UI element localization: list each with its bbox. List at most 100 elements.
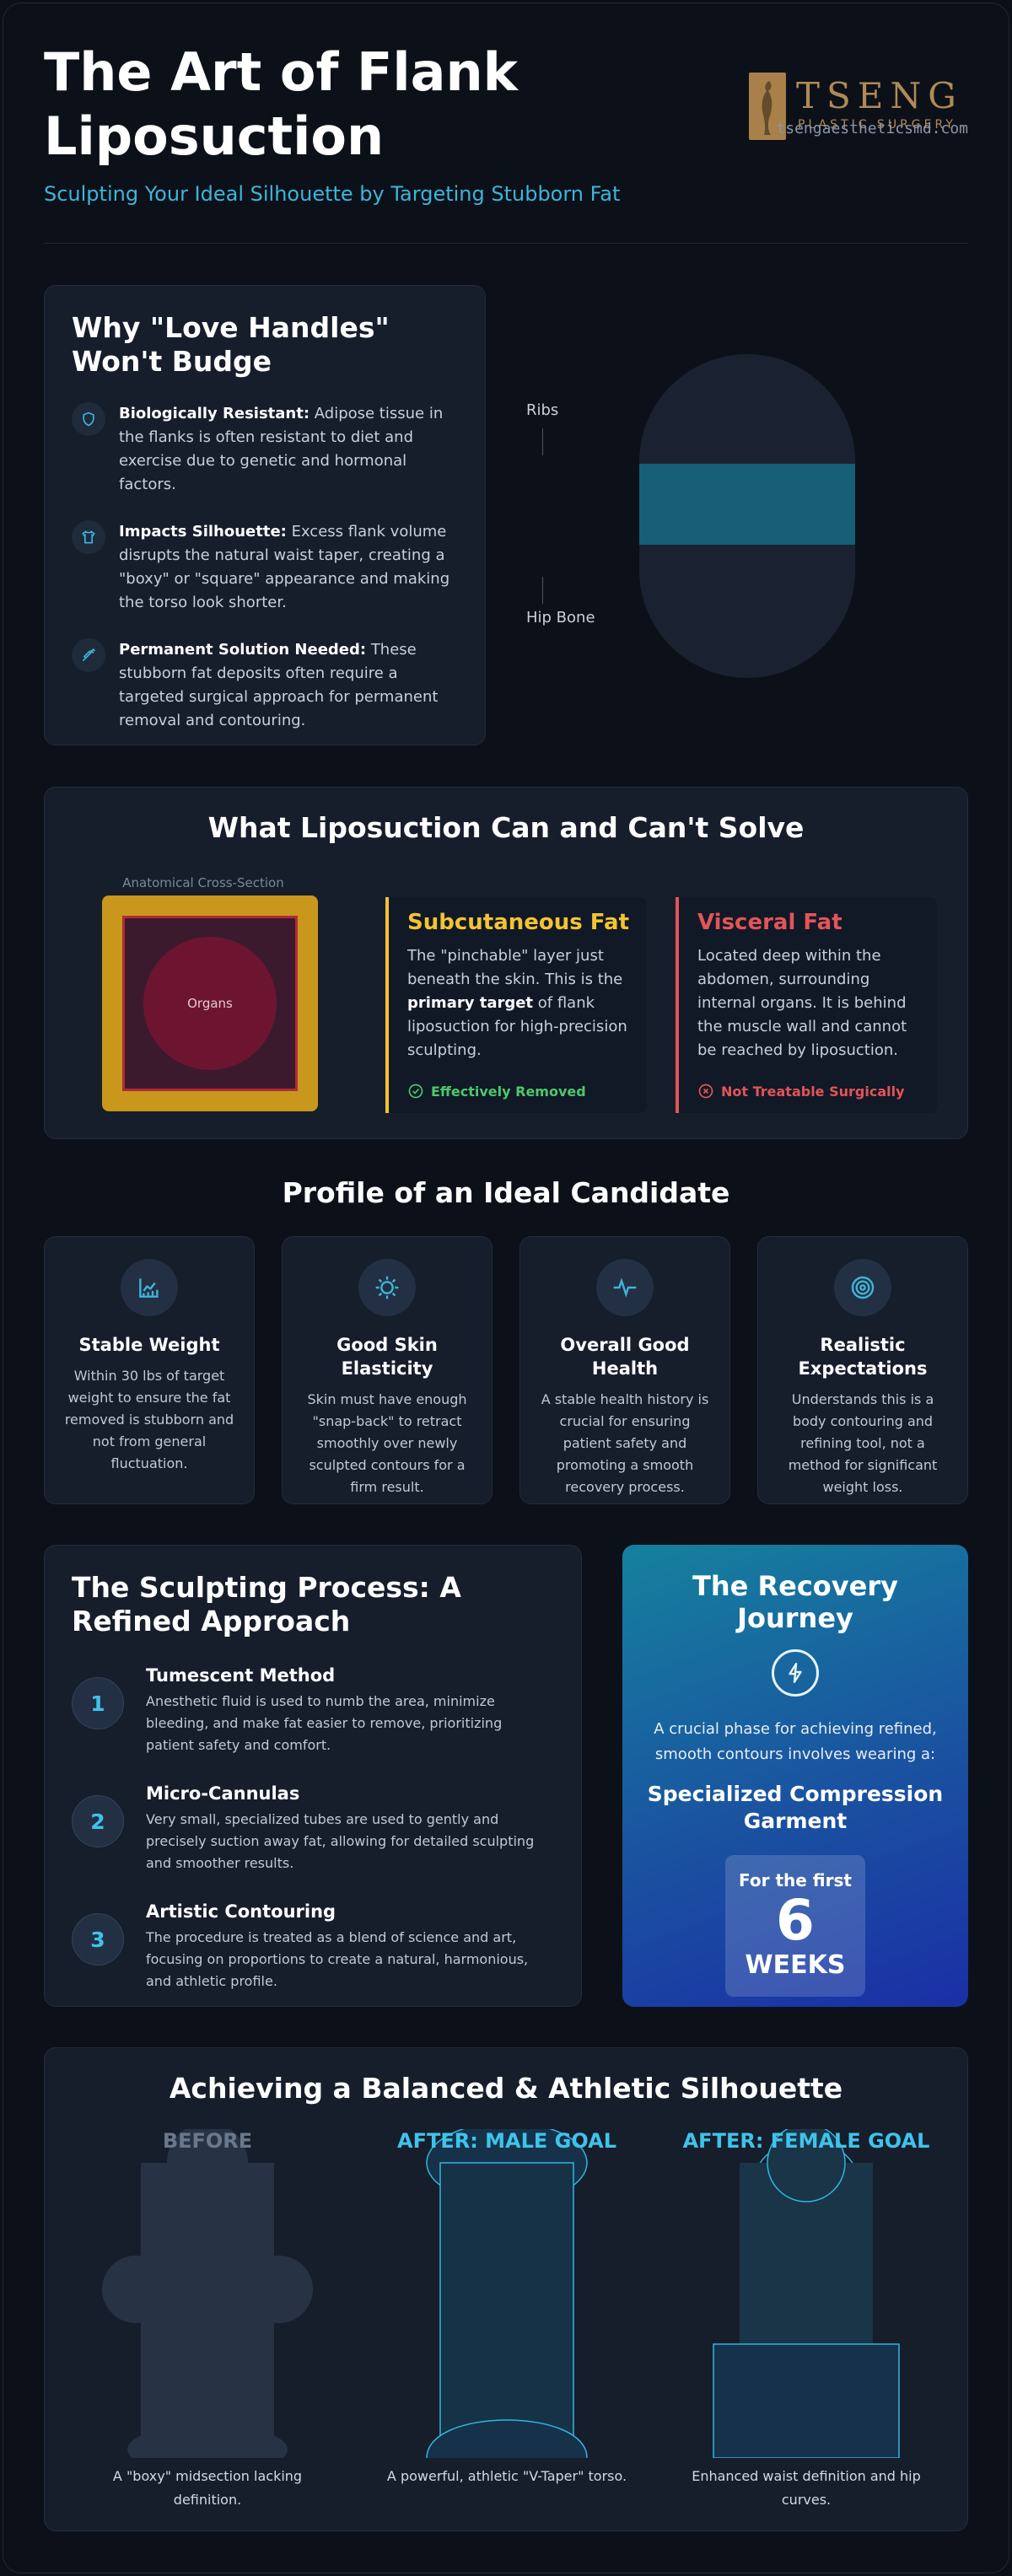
process-card: The Sculpting Process: A Refined Approac… xyxy=(44,1545,582,2007)
why-item-heading: Biologically Resistant: xyxy=(119,405,310,422)
why-item-heading: Permanent Solution Needed: xyxy=(119,641,367,659)
column-label: AFTER: MALE GOAL xyxy=(397,2129,616,2153)
organs-circle: Organs xyxy=(143,937,277,1070)
process-step: 1 Tumescent Method Anesthetic fluid is u… xyxy=(72,1664,554,1756)
candidate-title: Stable Weight xyxy=(78,1335,220,1355)
website-url[interactable]: tsengaestheticsmd.com xyxy=(776,120,968,137)
why-title: Why "Love Handles" Won't Budge xyxy=(72,311,390,378)
heartbeat-icon xyxy=(596,1259,654,1316)
torso-capsule xyxy=(639,354,855,678)
check-circle-icon xyxy=(408,1084,423,1099)
why-item-text: Adipose tissue in the flanks is often re… xyxy=(119,405,444,493)
candidate-title: Overall Good Health xyxy=(560,1335,690,1379)
female-goal-silhouette xyxy=(713,2129,900,2458)
candidate-title: Good Skin Elasticity xyxy=(336,1335,438,1379)
why-item: Permanent Solution Needed: These stubbor… xyxy=(72,638,458,733)
cross-section-visceral-layer: Organs xyxy=(122,916,298,1091)
shield-icon xyxy=(72,402,105,436)
candidate-card: Good Skin Elasticity Skin must have enou… xyxy=(282,1236,493,1504)
subcutaneous-status: Effectively Removed xyxy=(407,1083,586,1100)
why-item-text: These stubborn fat deposits often requir… xyxy=(119,641,439,729)
process-title: The Sculpting Process: A Refined Approac… xyxy=(72,1571,461,1638)
recovery-unit: WEEKS xyxy=(745,1950,846,1980)
syringe-icon xyxy=(72,638,105,672)
candidate-text: A stable health history is crucial for e… xyxy=(541,1391,709,1495)
lightning-icon xyxy=(772,1649,819,1697)
logo-name: TSENG xyxy=(796,75,963,116)
step-number: 2 xyxy=(72,1795,124,1847)
column-caption: A "boxy" midsection lacking definition. xyxy=(112,2468,303,2508)
visceral-status: Not Treatable Surgically xyxy=(697,1083,905,1100)
step-text: Anesthetic fluid is used to numb the are… xyxy=(146,1693,503,1753)
why-item: Impacts Silhouette: Excess flank volume … xyxy=(72,520,458,615)
ribs-label: Ribs xyxy=(526,401,559,419)
candidate-title: Realistic Expectations xyxy=(798,1335,928,1379)
subcutaneous-text-bold: primary target xyxy=(407,994,534,1012)
candidate-text: Within 30 lbs of target weight to ensure… xyxy=(64,1368,234,1471)
visceral-accent-bar xyxy=(676,897,679,1113)
ribs-tick xyxy=(542,428,543,455)
candidate-text: Skin must have enough "snap-back" to ret… xyxy=(307,1391,467,1495)
header-divider xyxy=(44,243,968,244)
female-goal-column: AFTER: FEMALE GOAL Enhanced waist defini… xyxy=(676,2129,937,2517)
column-label: AFTER: FEMALE GOAL xyxy=(682,2129,930,2153)
step-number: 1 xyxy=(72,1677,124,1729)
shirt-icon xyxy=(72,520,105,554)
recovery-title: The Recovery Journey xyxy=(692,1570,898,1634)
step-title: Artistic Contouring xyxy=(146,1901,336,1922)
subcutaneous-text-part: of flank liposuction for high-precision … xyxy=(407,994,627,1059)
column-caption: A powerful, athletic "V-Taper" torso. xyxy=(386,2468,627,2484)
target-icon xyxy=(834,1259,891,1316)
recovery-number: 6 xyxy=(776,1888,815,1953)
column-label: BEFORE xyxy=(162,2129,253,2153)
recovery-duration-box: For the first 6 WEEKS xyxy=(725,1855,865,1997)
sun-icon xyxy=(358,1259,416,1316)
header: The Art of Flank Liposuction Sculpting Y… xyxy=(44,40,968,243)
step-number: 3 xyxy=(72,1913,124,1966)
step-text: Very small, specialized tubes are used t… xyxy=(146,1811,535,1871)
recovery-for-label: For the first xyxy=(739,1870,852,1890)
why-item-heading: Impacts Silhouette: xyxy=(119,523,287,540)
column-caption: Enhanced waist definition and hip curves… xyxy=(692,2468,921,2508)
process-step: 3 Artistic Contouring The procedure is t… xyxy=(72,1900,554,1993)
why-card: Why "Love Handles" Won't Budge Biologica… xyxy=(44,285,486,745)
flank-fat-band xyxy=(639,464,855,545)
flank-diagram: Ribs Hip Bone xyxy=(506,285,968,745)
logo-subtitle: PLASTIC SURGERY xyxy=(798,118,956,132)
recovery-card: The Recovery Journey A crucial phase for… xyxy=(622,1545,968,2007)
hip-bone-label: Hip Bone xyxy=(526,609,595,627)
why-item: Biologically Resistant: Adipose tissue i… xyxy=(72,402,458,497)
subcutaneous-status-label: Effectively Removed xyxy=(431,1083,586,1100)
result-title: Achieving a Balanced & Athletic Silhouet… xyxy=(169,2072,843,2105)
recovery-text: A crucial phase for achieving refined, s… xyxy=(654,1720,937,1763)
weight-chart-icon xyxy=(121,1259,178,1316)
recovery-garment: Specialized Compression Garment xyxy=(647,1782,944,1833)
candidate-card: Realistic Expectations Understands this … xyxy=(757,1236,968,1504)
visceral-title: Visceral Fat xyxy=(697,910,842,935)
candidate-card: Stable Weight Within 30 lbs of target we… xyxy=(44,1236,255,1504)
subcutaneous-fat-card: Subcutaneous Fat The "pinchable" layer j… xyxy=(385,897,647,1113)
candidate-text: Understands this is a body contouring an… xyxy=(788,1391,938,1495)
solve-card: What Liposuction Can and Can't Solve Ana… xyxy=(44,787,968,1139)
visceral-text: Located deep within the abdomen, surroun… xyxy=(697,947,907,1059)
step-title: Tumescent Method xyxy=(146,1665,336,1686)
subcutaneous-title: Subcutaneous Fat xyxy=(407,910,629,935)
why-item-text: Excess flank volume disrupts the natural… xyxy=(119,523,450,611)
x-circle-icon xyxy=(698,1084,713,1099)
page-subtitle: Sculpting Your Ideal Silhouette by Targe… xyxy=(44,182,621,206)
subcutaneous-text-part: The "pinchable" layer just beneath the s… xyxy=(407,947,623,988)
organs-label: Organs xyxy=(187,996,233,1011)
result-card: Achieving a Balanced & Athletic Silhouet… xyxy=(44,2047,968,2531)
before-column: BEFORE A "boxy" midsection lacking defin… xyxy=(77,2129,338,2517)
subcutaneous-text: The "pinchable" layer just beneath the s… xyxy=(407,944,632,1062)
cross-section-caption: Anatomical Cross-Section xyxy=(122,875,284,890)
process-step: 2 Micro-Cannulas Very small, specialized… xyxy=(72,1782,554,1874)
logo-mark-icon xyxy=(749,73,786,140)
candidate-card: Overall Good Health A stable health hist… xyxy=(519,1236,730,1504)
subcutaneous-accent-bar xyxy=(385,897,389,1113)
male-goal-silhouette xyxy=(426,2129,588,2458)
visceral-status-label: Not Treatable Surgically xyxy=(721,1083,905,1100)
visceral-fat-card: Visceral Fat Located deep within the abd… xyxy=(676,897,937,1113)
step-title: Micro-Cannulas xyxy=(146,1783,300,1804)
male-goal-column: AFTER: MALE GOAL A powerful, athletic "V… xyxy=(376,2129,638,2517)
